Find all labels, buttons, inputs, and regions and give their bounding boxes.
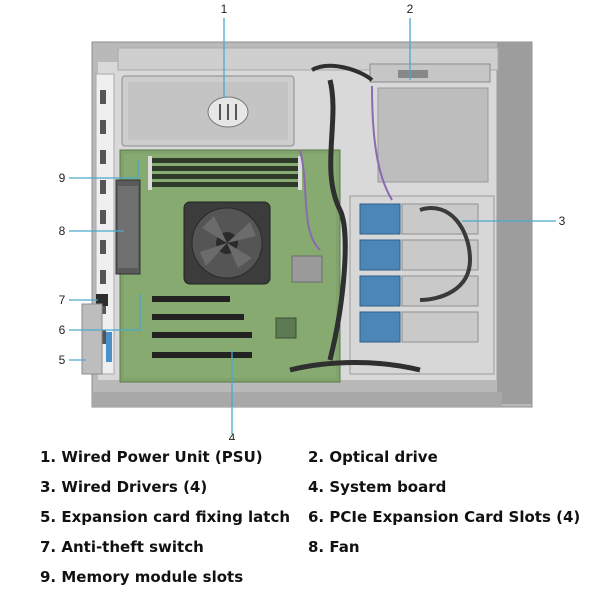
- chipset-heatsink: [291, 255, 323, 283]
- chip: [275, 317, 297, 339]
- callout-9: 9: [59, 171, 66, 185]
- leader-lines: [69, 18, 556, 434]
- cpu-heatsink-fan: [183, 201, 271, 285]
- cables: [289, 63, 473, 373]
- callout-6: 6: [59, 323, 66, 337]
- callout-8: 8: [59, 224, 66, 238]
- legend-item-6: 6. PCIe Expansion Card Slots (4): [308, 508, 581, 526]
- legend-item-5: 5. Expansion card fixing latch: [40, 508, 291, 526]
- callout-2: 2: [407, 2, 414, 16]
- pcie-expansion-slots: [152, 296, 252, 358]
- anti-theft-switch: [96, 294, 108, 306]
- memory-module-slots: [148, 156, 302, 190]
- callout-numbers: 1 2 3 4 5 6 7 8 9: [59, 2, 566, 440]
- callout-3: 3: [559, 214, 566, 228]
- optical-drive: [369, 63, 491, 183]
- drive-cage: [349, 195, 495, 375]
- expansion-card-latch: [81, 303, 103, 375]
- callout-7: 7: [59, 293, 66, 307]
- callout-4: 4: [229, 431, 236, 440]
- legend-item-4: 4. System board: [308, 478, 447, 496]
- psu: [121, 75, 295, 147]
- legend-item-9: 9. Memory module slots: [40, 568, 244, 586]
- callout-5: 5: [59, 353, 66, 367]
- legend-item-3: 3. Wired Drivers (4): [40, 478, 208, 496]
- legend-item-7: 7. Anti-theft switch: [40, 538, 204, 556]
- callout-1: 1: [221, 2, 228, 16]
- legend-item-8: 8. Fan: [308, 538, 360, 556]
- legend-item-2: 2. Optical drive: [308, 448, 438, 466]
- legend-item-1: 1. Wired Power Unit (PSU): [40, 448, 263, 466]
- blue-latch-tab: [106, 332, 112, 362]
- server-internal-diagram: 1 2 3 4 5 6 7 8 9: [59, 2, 566, 440]
